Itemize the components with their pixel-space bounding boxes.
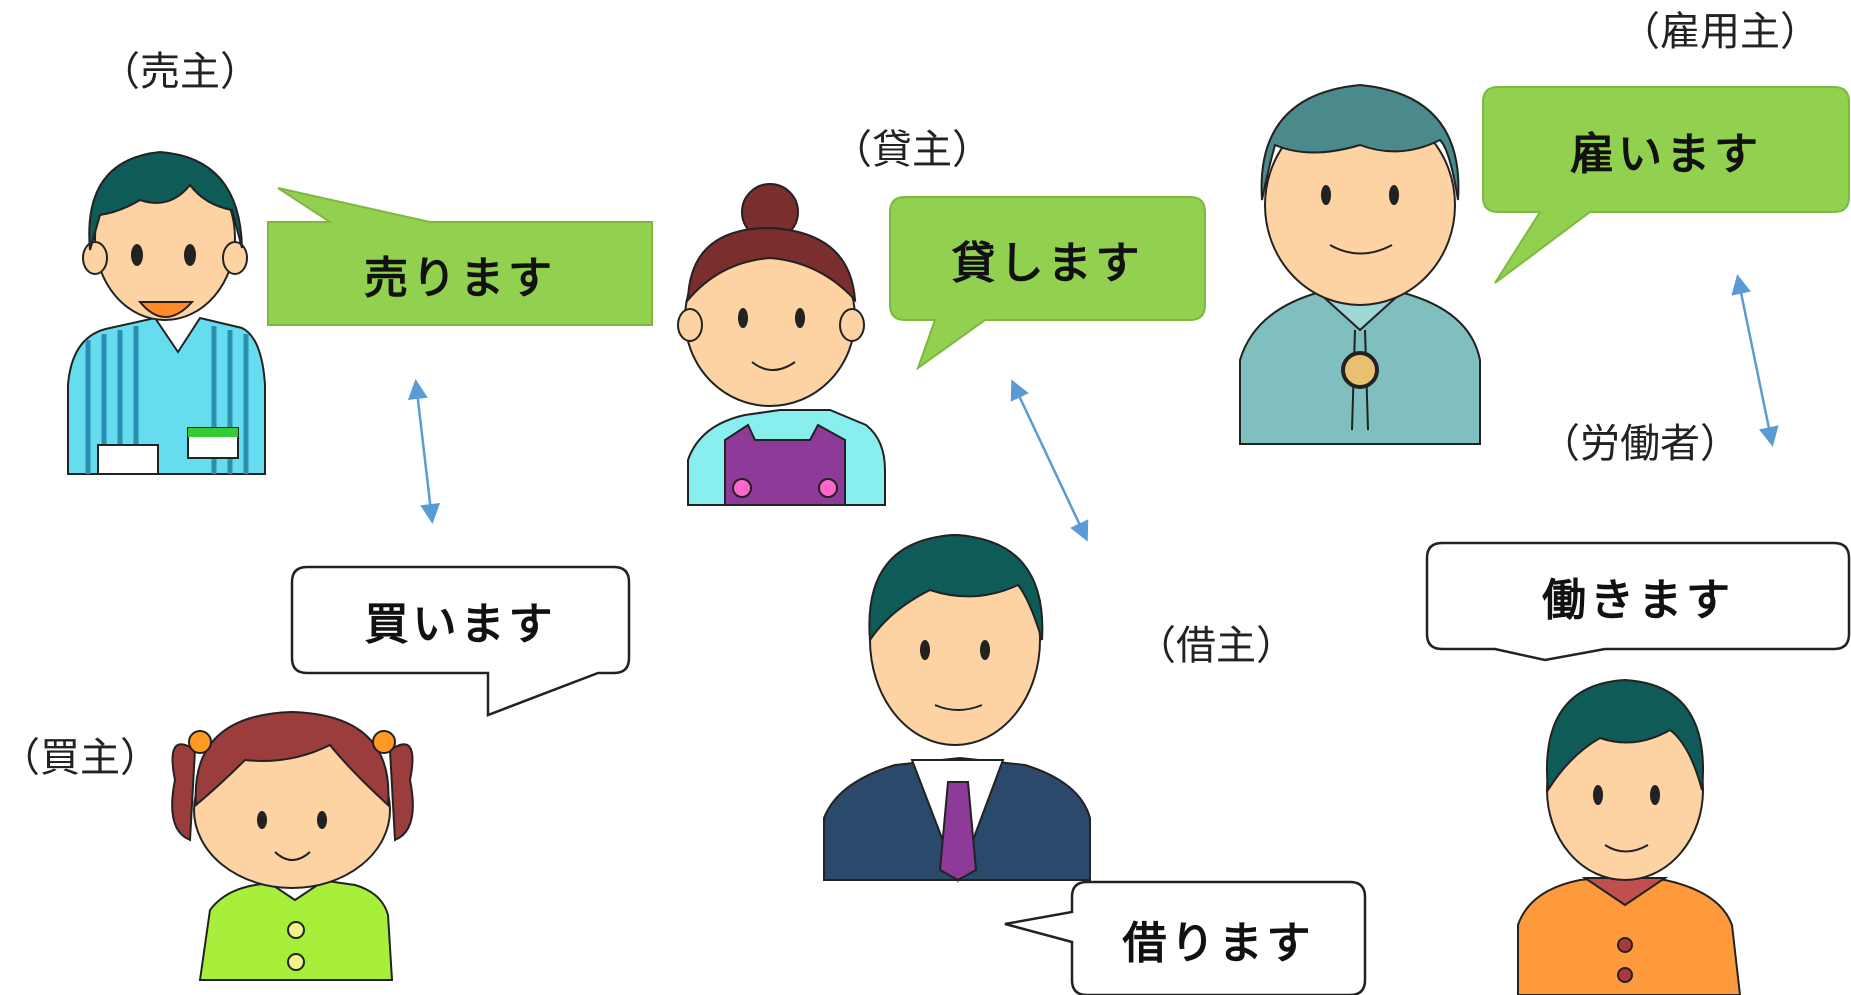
lend-bubble-shape — [889, 196, 1206, 371]
work-bubble-text: 働きます — [1542, 575, 1734, 626]
seller-illustration — [67, 150, 266, 475]
seller-buyer-arrow — [407, 379, 441, 524]
work-bubble-shape — [1425, 541, 1851, 662]
employer-illustration — [1239, 83, 1481, 445]
borrower-illustration — [823, 533, 1091, 883]
sell-bubble-text: 売ります — [364, 252, 556, 304]
lender-role-label: （貸主） — [832, 127, 992, 173]
employer-worker-arrow — [1731, 274, 1779, 447]
hire-bubble-text: 雇います — [1570, 128, 1762, 180]
seller-role-label: （売主） — [100, 49, 260, 95]
sell-bubble-shape — [267, 187, 653, 326]
buyer-role-label: （買主） — [0, 735, 160, 781]
lender-borrower-arrow — [1010, 379, 1089, 542]
worker-role-label: （労働者） — [1540, 421, 1740, 467]
lend-bubble-text: 貸します — [951, 237, 1144, 289]
worker-illustration — [1517, 678, 1742, 995]
borrow-bubble-text: 借ります — [1122, 917, 1315, 969]
buyer-illustration — [171, 710, 414, 981]
hire-bubble-shape — [1482, 86, 1850, 284]
buy-bubble-shape — [290, 565, 631, 717]
lender-illustration — [677, 183, 886, 506]
employer-role-label: （雇用主） — [1620, 9, 1820, 55]
borrower-role-label: （借主） — [1136, 623, 1296, 669]
buy-bubble-text: 買います — [364, 599, 557, 650]
